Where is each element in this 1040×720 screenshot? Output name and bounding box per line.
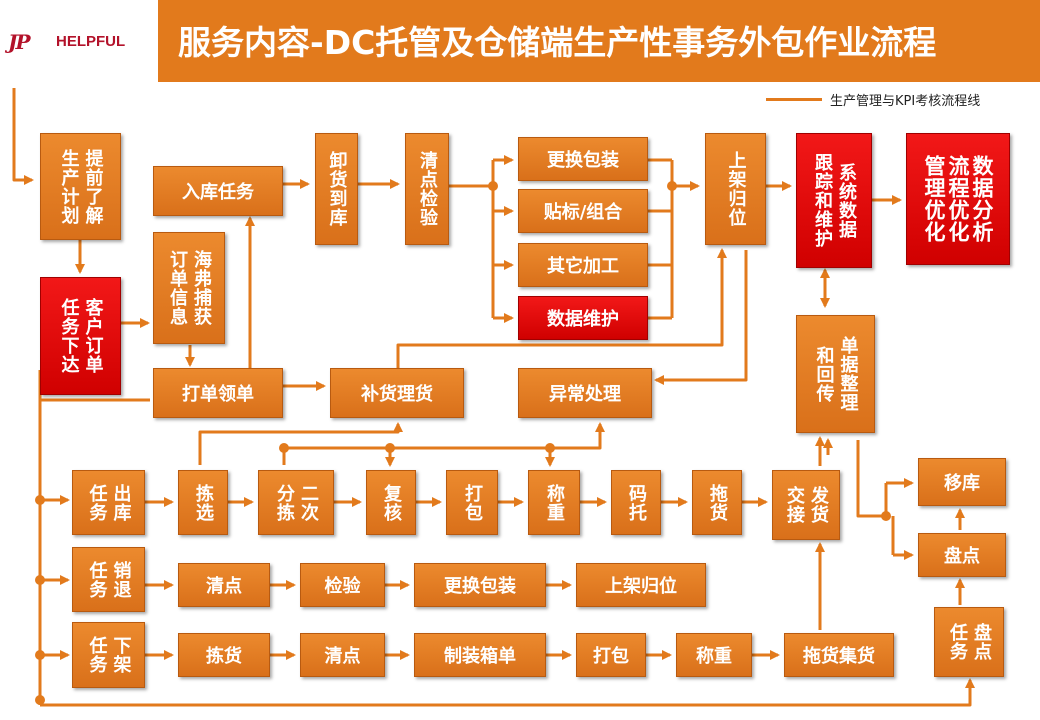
node-doc-return-label: 单据整理 和回传: [813, 336, 859, 412]
node-ret-shelve-label: 上架归位: [605, 576, 677, 597]
node-pack: 打包: [446, 470, 498, 535]
node-recheck-label: 复核: [381, 483, 402, 522]
node-sys-track: 系统数据 跟踪和维护: [796, 133, 872, 268]
node-recheck: 复核: [366, 470, 416, 535]
node-ret-inspect-label: 检验: [324, 576, 361, 597]
legend: 生产管理与KPI考核流程线: [766, 90, 1036, 109]
node-stocktake: 盘点: [918, 533, 1006, 577]
node-inbound-task-label: 入库任务: [182, 182, 254, 203]
node-replenish: 补货理货: [330, 368, 464, 418]
node-off-pack: 打包: [576, 633, 646, 677]
node-data-maint: 数据维护: [518, 296, 648, 340]
node-print-order-label: 打单领单: [182, 384, 254, 405]
node-plan: 提前了解 生产计划: [40, 133, 121, 240]
node-second-sort: 二次 分拣: [258, 470, 334, 535]
node-data-analysis-label: 数据分析 流程优化 管理优化: [922, 155, 994, 243]
node-unload-label: 卸货到库: [326, 151, 348, 227]
node-move-stock: 移库: [918, 458, 1006, 506]
node-off-task-label: 下架 任务: [86, 636, 132, 674]
node-ret-repack: 更换包装: [414, 563, 546, 607]
node-handover: 发货 交接: [772, 470, 840, 540]
node-ret-count-label: 清点: [206, 576, 242, 597]
node-off-collect-label: 拖货集货: [803, 646, 875, 667]
logo-text: HELPFUL: [56, 33, 126, 50]
node-off-task: 下架 任务: [72, 622, 145, 688]
page-title: 服务内容-DC托管及仓储端生产性事务外包作业流程: [178, 23, 937, 62]
node-outbound-label: 出库 任务: [86, 483, 132, 522]
logo-mark: JP: [8, 30, 30, 54]
legend-label: 生产管理与KPI考核流程线: [830, 94, 981, 109]
node-off-count: 清点: [300, 633, 385, 677]
node-other-process: 其它加工: [518, 243, 648, 287]
node-move-stock-label: 移库: [944, 473, 980, 494]
node-drag: 拖货: [692, 470, 742, 535]
node-data-analysis: 数据分析 流程优化 管理优化: [906, 133, 1010, 265]
node-pallet: 码托: [611, 470, 661, 535]
node-order-label: 客户订单 任务下达: [58, 298, 104, 374]
node-ret-shelve: 上架归位: [576, 563, 706, 607]
node-count1-label: 清点检验: [417, 151, 438, 227]
node-off-weigh-label: 称重: [696, 646, 732, 667]
node-sea-order-label: 海弗捕获 订单信息: [167, 250, 212, 326]
node-order: 客户订单 任务下达: [40, 277, 121, 395]
node-plan-label: 提前了解 生产计划: [58, 148, 104, 225]
node-weigh-label: 称重: [544, 483, 565, 522]
header-banner: 服务内容-DC托管及仓储端生产性事务外包作业流程: [158, 0, 1040, 82]
node-return-task: 销退 任务: [72, 547, 145, 612]
node-shelve: 上架归位: [705, 133, 766, 245]
node-outbound: 出库 任务: [72, 470, 145, 535]
node-pallet-label: 码托: [626, 483, 647, 522]
node-replenish-label: 补货理货: [361, 384, 433, 405]
node-inbound-task: 入库任务: [153, 166, 283, 216]
node-off-count-label: 清点: [324, 646, 361, 667]
helpful-logo: JP HELPFUL: [8, 30, 158, 54]
node-ret-count: 清点: [178, 563, 270, 607]
node-shelve-label: 上架归位: [725, 151, 747, 227]
node-repack-label: 更换包装: [547, 150, 619, 171]
node-count1: 清点检验: [405, 133, 449, 245]
node-pack-label: 打包: [462, 483, 483, 522]
node-handover-label: 发货 交接: [784, 486, 829, 524]
node-stocktake-task-label: 盘点 任务: [947, 623, 992, 661]
node-off-pick-label: 拣货: [206, 646, 242, 667]
node-sea-order: 海弗捕获 订单信息: [153, 232, 225, 344]
node-off-weigh: 称重: [676, 633, 752, 677]
node-pick: 拣选: [178, 470, 228, 535]
node-data-maint-label: 数据维护: [547, 309, 619, 330]
node-label-combo-label: 贴标/组合: [543, 202, 623, 223]
node-other-process-label: 其它加工: [547, 256, 619, 277]
node-off-box-label: 制装箱单: [444, 646, 516, 667]
legend-line-swatch: [766, 98, 822, 101]
node-unload: 卸货到库: [315, 133, 358, 245]
node-exception-label: 异常处理: [549, 384, 621, 405]
node-stocktake-task: 盘点 任务: [934, 607, 1004, 677]
node-exception: 异常处理: [518, 368, 652, 418]
node-off-collect: 拖货集货: [784, 633, 894, 677]
node-repack: 更换包装: [518, 137, 648, 181]
node-sys-track-label: 系统数据 跟踪和维护: [812, 153, 857, 248]
node-pick-label: 拣选: [193, 483, 214, 522]
node-second-sort-label: 二次 分拣: [274, 483, 319, 522]
node-print-order: 打单领单: [153, 368, 283, 418]
node-off-pick: 拣货: [178, 633, 270, 677]
node-label-combo: 贴标/组合: [518, 189, 648, 233]
node-drag-label: 拖货: [707, 483, 728, 522]
node-doc-return: 单据整理 和回传: [796, 315, 875, 433]
node-off-box: 制装箱单: [414, 633, 546, 677]
node-ret-repack-label: 更换包装: [444, 576, 516, 597]
node-return-task-label: 销退 任务: [86, 560, 132, 599]
node-off-pack-label: 打包: [593, 646, 629, 667]
node-ret-inspect: 检验: [300, 563, 385, 607]
node-stocktake-label: 盘点: [944, 546, 980, 567]
node-weigh: 称重: [528, 470, 580, 535]
